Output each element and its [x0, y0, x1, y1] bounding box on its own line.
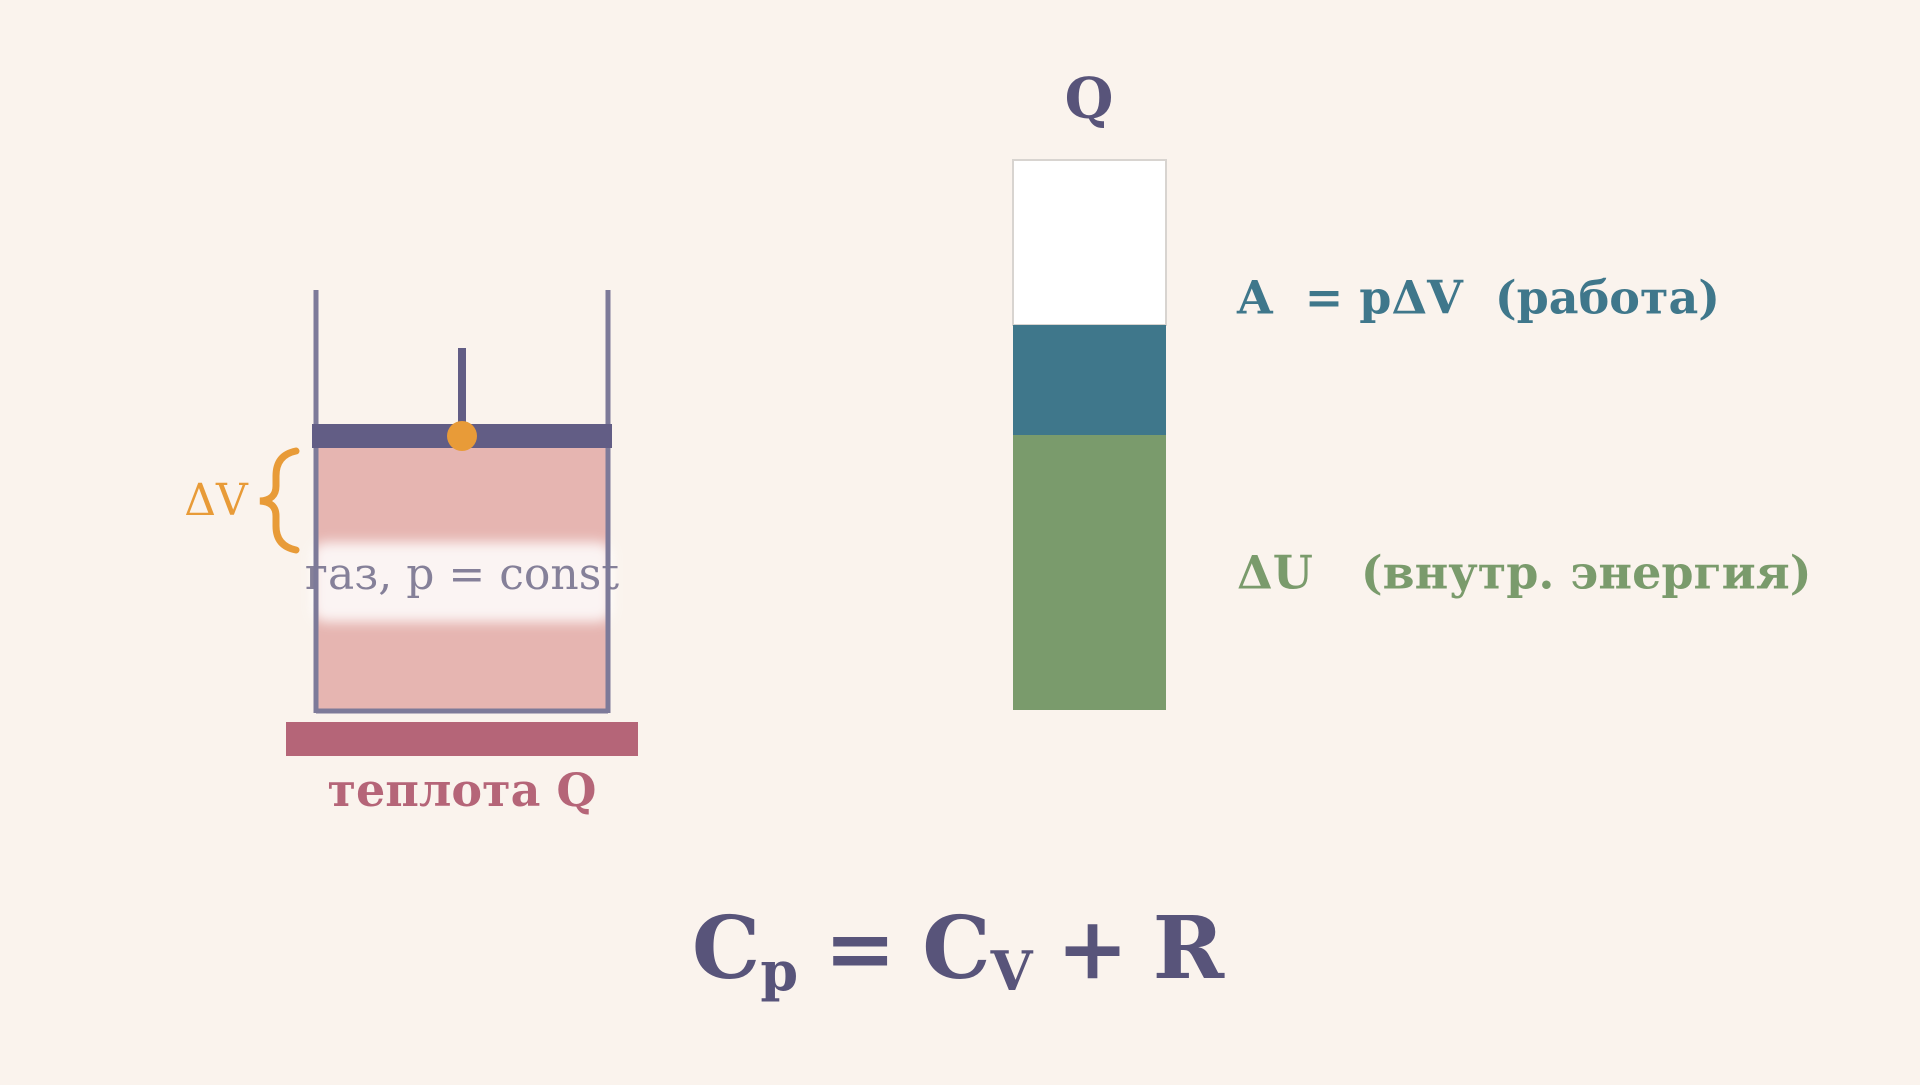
formula-cv-main: C: [922, 898, 990, 999]
formula-r: R: [1153, 898, 1225, 999]
gas-label: газ, p = const: [305, 549, 619, 600]
energy-bar-group: Q A = pΔV (работа) ΔU (внутр. энергия): [1012, 66, 1812, 710]
delta-v-label: ΔV: [184, 475, 249, 526]
energy-bar-work-segment: [1013, 325, 1166, 435]
cylinder-group: газ, p = const ΔV теплота Q: [184, 290, 638, 817]
formula-equals: =: [824, 898, 896, 999]
piston-pivot: [447, 421, 477, 451]
gas-label-backdrop: [312, 542, 612, 622]
energy-bar-empty-segment: [1012, 159, 1167, 326]
formula-cp-subscript: p: [760, 939, 798, 1003]
energy-bar-total-label: Q: [1065, 66, 1114, 132]
heat-label: теплота Q: [328, 763, 597, 817]
formula-cp-main: C: [692, 898, 760, 999]
energy-bar-internal-energy-segment: [1013, 435, 1166, 710]
work-label: A = pΔV (работа): [1236, 271, 1720, 325]
delta-v-brace: [259, 447, 300, 554]
mayer-formula: Cp=CV+R: [692, 898, 1225, 1003]
heater-plate: [286, 722, 638, 756]
formula-plus: +: [1057, 898, 1129, 999]
internal-energy-label: ΔU (внутр. энергия): [1237, 546, 1812, 600]
piston-rod: [458, 348, 466, 428]
formula-cv-subscript: V: [990, 939, 1034, 1003]
